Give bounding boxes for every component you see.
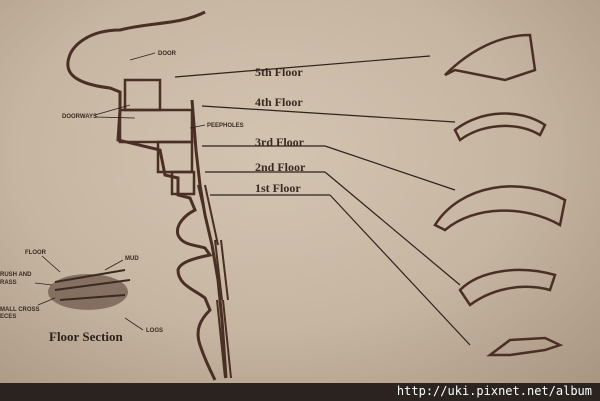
room-2nd: [170, 170, 196, 196]
plan-5th-floor: [444, 33, 537, 82]
floor-section-title: Floor Section: [49, 329, 124, 344]
logs-label: LOGS: [146, 328, 163, 334]
ladder-1: [197, 184, 219, 246]
mud-label: MUD: [125, 256, 139, 262]
floor-label-4: 4th Floor: [255, 95, 303, 109]
floor-label-3: 3rd Floor: [255, 135, 305, 149]
doorways-label: DOORWAYS: [62, 114, 97, 120]
floor-section-illustration: FLOOR MUD RUSH AND RASS MALL CROSS ECES …: [0, 250, 163, 344]
floor-label-2: 2nd Floor: [255, 160, 306, 174]
brush-label: RUSH AND: [0, 272, 32, 278]
floor-label-1: 1st Floor: [255, 181, 301, 195]
diagram-board: 5th Floor 4th Floor 3rd Floor 2nd Floor …: [0, 0, 600, 383]
room-5th: [123, 78, 162, 112]
cross-pieces-label-1: MALL CROSS: [0, 307, 40, 313]
floor-label: FLOOR: [25, 250, 47, 256]
cliff-outline: [66, 10, 217, 381]
door-label: DOOR: [158, 51, 177, 57]
floor-label-5: 5th Floor: [255, 65, 303, 79]
cliff-dwelling-diagram: 5th Floor 4th Floor 3rd Floor 2nd Floor …: [0, 10, 567, 381]
ladder-2: [214, 239, 229, 301]
cross-pieces-label-2: ECES: [0, 314, 16, 320]
plan-1st-floor: [486, 336, 564, 357]
plan-2nd-floor: [458, 268, 557, 307]
room-4th: [118, 108, 194, 144]
peepholes-label: PEEPHOLES: [207, 123, 244, 129]
footer-bar: [0, 383, 600, 401]
grass-label: RASS: [0, 280, 17, 286]
plan-4th-floor: [453, 112, 547, 142]
ladder-3: [216, 299, 232, 379]
plan-3rd-floor: [433, 185, 567, 232]
watermark: http://uki.pixnet.net/album: [396, 384, 592, 398]
